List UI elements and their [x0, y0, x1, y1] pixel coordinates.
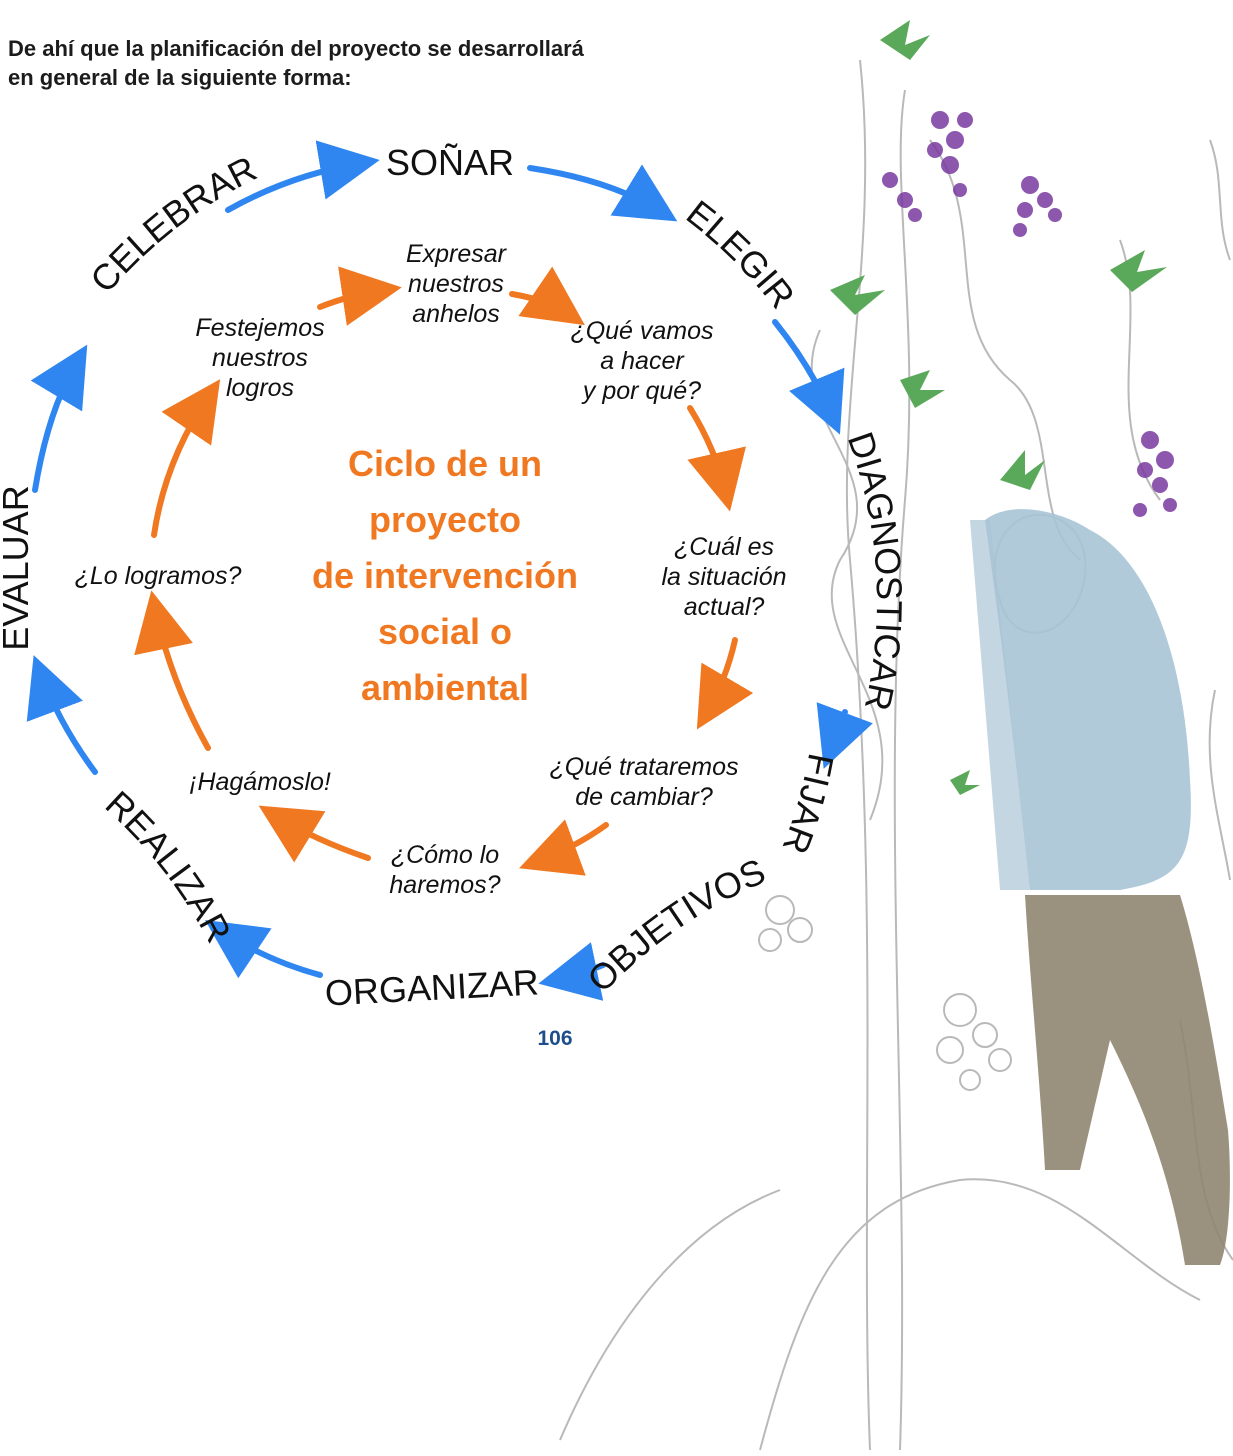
intro-line-1: De ahí que la planificación del proyecto…	[8, 36, 584, 61]
outer-stage-fijar: FIJAR	[775, 750, 842, 859]
outer-stage-celebrar: CELEBRAR	[82, 148, 263, 301]
svg-text:nuestros: nuestros	[212, 344, 308, 372]
svg-text:Ciclo de un: Ciclo de un	[348, 443, 542, 484]
outer-arrow-6	[205, 920, 323, 979]
intro-line-2: en general de la siguiente forma:	[8, 65, 352, 90]
outer-arrow-7	[26, 655, 98, 775]
inner-step-que-vamos: ¿Qué vamos a hacer y por qué?	[570, 317, 713, 405]
svg-text:haremos?: haremos?	[389, 871, 500, 899]
inner-arrow-7	[134, 590, 211, 751]
inner-step-cambiar: ¿Qué trataremos de cambiar?	[550, 753, 739, 811]
outer-arrow-3	[772, 319, 845, 435]
outer-arrow-1	[225, 140, 380, 213]
svg-text:Expresar: Expresar	[406, 240, 508, 268]
outer-arrow-8	[30, 344, 88, 493]
cycle-center-title: Ciclo de un proyecto de intervención soc…	[312, 443, 578, 708]
svg-text:anhelos: anhelos	[412, 300, 500, 328]
svg-text:¿Qué vamos: ¿Qué vamos	[570, 317, 713, 345]
inner-step-expresar: Expresar nuestros anhelos	[406, 240, 508, 328]
svg-text:logros: logros	[226, 374, 294, 402]
svg-text:la situación: la situación	[661, 563, 786, 591]
inner-arrow-4	[696, 637, 754, 730]
outer-arrow-5	[538, 942, 606, 1001]
inner-step-situacion: ¿Cuál es la situación actual?	[661, 533, 786, 621]
inner-arrow-5	[519, 819, 609, 876]
inner-arrow-2	[509, 266, 585, 326]
inner-step-festejemos: Festejemos nuestros logros	[195, 314, 324, 402]
outer-arrow-4	[816, 702, 873, 769]
outer-stage-realizar: REALIZAR	[98, 783, 240, 949]
svg-text:Festejemos: Festejemos	[195, 314, 324, 342]
outer-stage-evaluar: EVALUAR	[0, 485, 36, 650]
svg-text:social o: social o	[378, 611, 512, 652]
outer-stage-organizar: ORGANIZAR	[324, 961, 540, 1013]
outer-stage-objetivos: OBJETIVOS	[579, 850, 771, 1000]
svg-text:de cambiar?: de cambiar?	[575, 783, 713, 811]
inner-step-hagamoslo: ¡Hagámoslo!	[189, 768, 331, 796]
svg-text:¿Cuál es: ¿Cuál es	[674, 533, 774, 561]
svg-text:a hacer: a hacer	[600, 347, 685, 375]
outer-stage-sonar: SOÑAR	[386, 142, 514, 183]
intro-text: De ahí que la planificación del proyecto…	[8, 34, 728, 92]
inner-arrow-6	[258, 805, 371, 863]
inner-step-como: ¿Cómo lo haremos?	[389, 841, 500, 899]
svg-text:¿Qué trataremos: ¿Qué trataremos	[550, 753, 739, 781]
svg-text:¿Cómo lo: ¿Cómo lo	[391, 841, 499, 869]
outer-arrow-2	[527, 164, 678, 222]
svg-text:proyecto: proyecto	[369, 499, 521, 540]
inner-arrow-3	[687, 405, 746, 512]
svg-text:actual?: actual?	[684, 593, 765, 621]
svg-text:y por qué?: y por qué?	[581, 377, 701, 405]
page-number: 106	[537, 1027, 573, 1050]
svg-text:nuestros: nuestros	[408, 270, 504, 298]
inner-step-lo-logramos: ¿Lo logramos?	[75, 562, 242, 590]
inner-arrow-1	[317, 266, 402, 326]
svg-text:de intervención: de intervención	[312, 555, 578, 596]
outer-stage-diagnosticar: DIAGNOSTICAR	[840, 427, 910, 714]
svg-text:ambiental: ambiental	[361, 667, 529, 708]
outer-stage-elegir: ELEGIR	[679, 192, 803, 316]
inner-arrow-8	[151, 379, 221, 538]
